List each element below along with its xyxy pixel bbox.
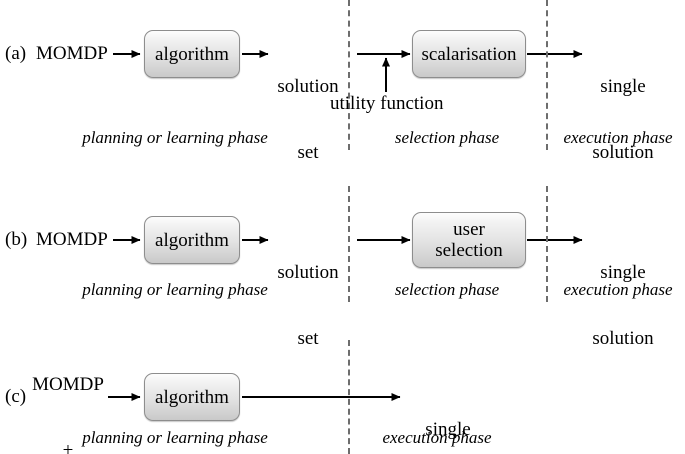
row-b-phase-execution: execution phase bbox=[563, 280, 673, 299]
row-b-user-selection-line1: user bbox=[453, 219, 485, 240]
row-c-input-line1: MOMDP bbox=[32, 374, 104, 395]
row-a-output-line2: solution bbox=[592, 142, 654, 163]
divider-b-selection-execution bbox=[546, 186, 548, 302]
row-c-phase-planning: planning or learning phase bbox=[82, 428, 268, 447]
row-a-output-label: single solution bbox=[583, 32, 663, 208]
divider-c-planning-execution bbox=[348, 340, 350, 454]
row-c-input-line2: + bbox=[62, 440, 74, 454]
row-a-output-line1: single bbox=[600, 76, 646, 97]
divider-a-selection-execution bbox=[546, 0, 548, 150]
row-b-output-line2: solution bbox=[592, 328, 654, 349]
row-c-algorithm-box[interactable]: algorithm bbox=[144, 373, 240, 421]
row-b-phase-selection: selection phase bbox=[394, 280, 500, 299]
row-b-user-selection-line2: selection bbox=[435, 240, 503, 261]
divider-b-planning-selection bbox=[348, 186, 350, 302]
row-a-scalarisation-label: scalarisation bbox=[421, 43, 517, 65]
row-c-output-line1: single bbox=[425, 419, 471, 440]
row-a-phase-execution: execution phase bbox=[563, 128, 673, 147]
row-b-solution-set-line1: solution bbox=[277, 262, 339, 283]
row-a-solution-set-line2: set bbox=[297, 142, 319, 163]
row-b-solution-set-line2: set bbox=[297, 328, 319, 349]
row-c-input-label: MOMDP + utility function bbox=[27, 330, 109, 454]
row-b-algorithm-box[interactable]: algorithm bbox=[144, 216, 240, 264]
row-b-phase-planning: planning or learning phase bbox=[82, 280, 268, 299]
row-c-phase-execution: execution phase bbox=[382, 428, 492, 447]
row-a-scalarisation-box[interactable]: scalarisation bbox=[412, 30, 526, 78]
row-b-input-label: MOMDP bbox=[36, 229, 108, 250]
row-b-solution-set-label: solution set bbox=[269, 218, 347, 394]
row-a-algorithm-box[interactable]: algorithm bbox=[144, 30, 240, 78]
row-label-c: (c) bbox=[5, 386, 27, 407]
row-a-phase-selection: selection phase bbox=[394, 128, 500, 147]
row-b-output-label: single solution bbox=[583, 218, 663, 394]
row-b-output-line1: single bbox=[600, 262, 646, 283]
row-label-a: (a) bbox=[5, 43, 27, 64]
row-a-utility-function-label: utility function bbox=[330, 93, 444, 114]
row-a-solution-set-line1: solution bbox=[277, 76, 339, 97]
row-a-phase-planning: planning or learning phase bbox=[82, 128, 268, 147]
divider-a-planning-selection bbox=[348, 0, 350, 150]
row-a-solution-set-label: solution set bbox=[269, 32, 347, 208]
row-a-algorithm-label: algorithm bbox=[155, 43, 229, 65]
row-c-output-label: single solution bbox=[408, 375, 488, 454]
row-b-user-selection-box[interactable]: user selection bbox=[412, 212, 526, 268]
row-label-b: (b) bbox=[5, 229, 28, 250]
row-a-input-label: MOMDP bbox=[36, 43, 108, 64]
row-c-algorithm-label: algorithm bbox=[155, 386, 229, 408]
row-b-algorithm-label: algorithm bbox=[155, 229, 229, 251]
